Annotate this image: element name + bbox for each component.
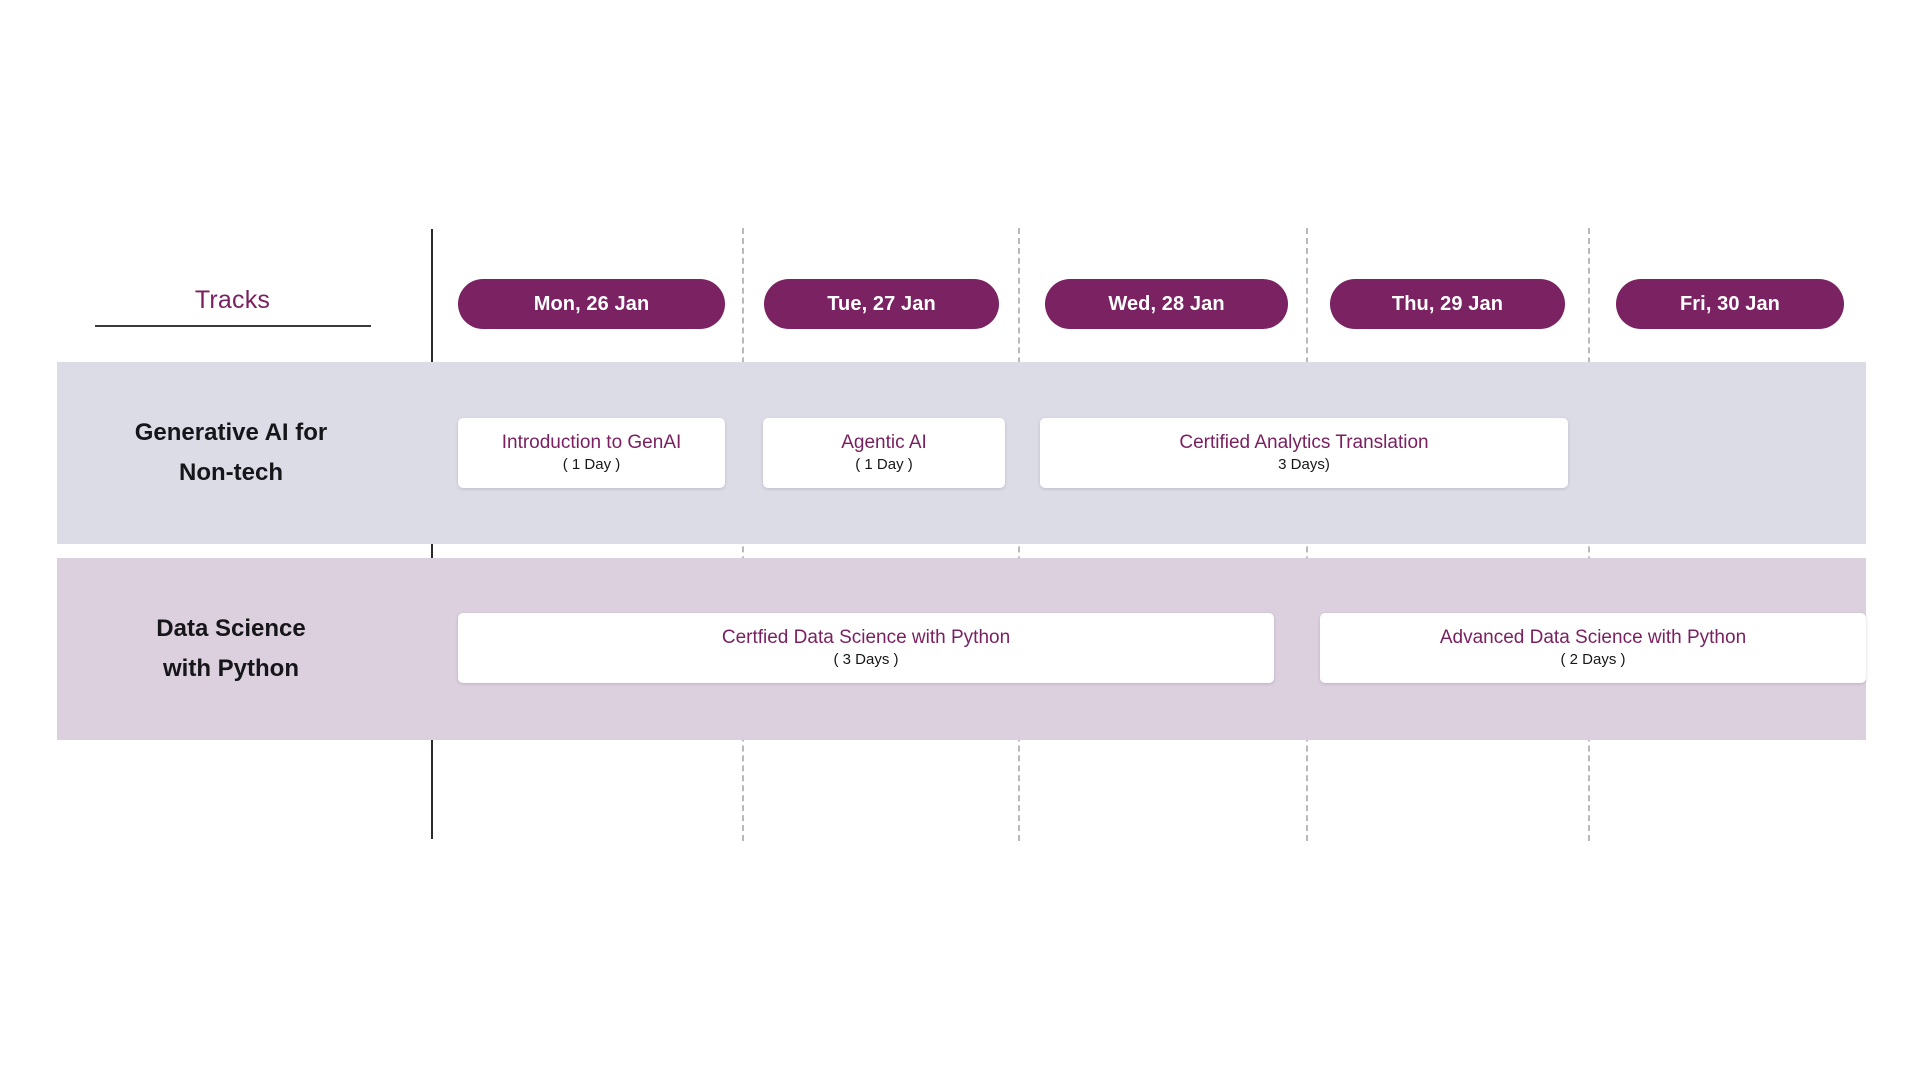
- session-card-0-1[interactable]: Agentic AI ( 1 Day ): [763, 418, 1005, 488]
- session-duration: ( 1 Day ): [562, 456, 621, 473]
- session-card-1-1[interactable]: Advanced Data Science with Python ( 2 Day…: [1320, 613, 1866, 683]
- date-pill-4[interactable]: Fri, 30 Jan: [1616, 279, 1844, 329]
- session-title: Introduction to GenAI: [501, 432, 682, 453]
- session-title: Certified Analytics Translation: [1179, 432, 1429, 453]
- date-pill-label: Fri, 30 Jan: [1679, 292, 1781, 315]
- date-pill-1[interactable]: Tue, 27 Jan: [764, 279, 999, 329]
- tracks-title: Tracks: [194, 286, 271, 314]
- session-card-0-2[interactable]: Certified Analytics Translation 3 Days): [1040, 418, 1568, 488]
- session-card-1-0[interactable]: Certfied Data Science with Python ( 3 Day…: [458, 613, 1274, 683]
- date-pill-label: Thu, 29 Jan: [1391, 292, 1504, 315]
- date-pill-0[interactable]: Mon, 26 Jan: [458, 279, 725, 329]
- session-title: Certfied Data Science with Python: [721, 627, 1011, 648]
- session-duration: 3 Days): [1278, 456, 1330, 473]
- track-label-line-1: Non-tech: [178, 459, 283, 486]
- track-label-1: Data Science with Python: [57, 558, 405, 740]
- track-label-line-1: with Python: [163, 655, 299, 682]
- tracks-underline: [94, 325, 371, 327]
- date-pill-label: Tue, 27 Jan: [827, 292, 936, 315]
- date-pill-label: Mon, 26 Jan: [533, 292, 650, 315]
- date-pill-label: Wed, 28 Jan: [1108, 292, 1225, 315]
- track-label-line-0: Generative AI for: [134, 419, 328, 446]
- session-card-0-0[interactable]: Introduction to GenAI ( 1 Day ): [458, 418, 725, 488]
- tracks-header: Tracks: [60, 285, 405, 327]
- session-title: Agentic AI: [841, 432, 927, 453]
- session-title: Advanced Data Science with Python: [1439, 627, 1747, 648]
- track-label-text: Data Science with Python: [156, 609, 305, 689]
- session-duration: ( 3 Days ): [833, 651, 899, 668]
- track-label-line-0: Data Science: [156, 615, 306, 642]
- date-pill-2[interactable]: Wed, 28 Jan: [1045, 279, 1288, 329]
- date-pill-3[interactable]: Thu, 29 Jan: [1330, 279, 1565, 329]
- session-duration: ( 2 Days ): [1560, 651, 1626, 668]
- session-duration: ( 1 Day ): [855, 456, 913, 473]
